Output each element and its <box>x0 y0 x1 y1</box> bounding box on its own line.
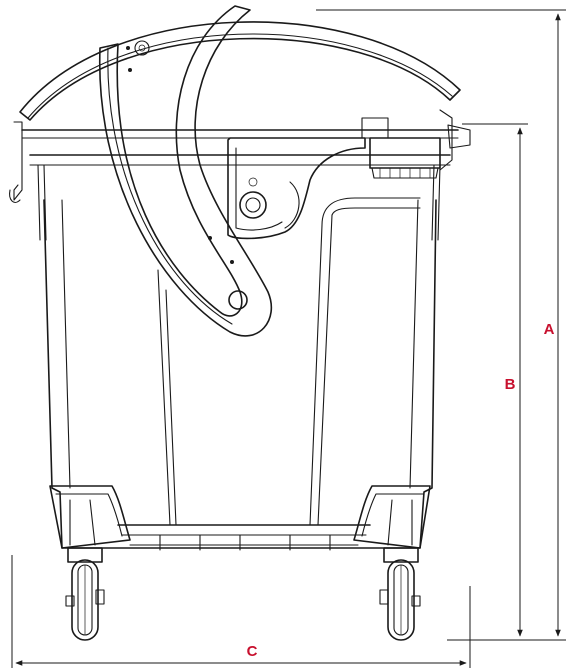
dimension-label-c: C <box>247 643 258 660</box>
container-body <box>9 109 471 551</box>
dimension-b: B <box>447 123 528 641</box>
dimension-c: C <box>11 555 471 668</box>
container-lid <box>19 21 461 121</box>
dimension-a: A <box>316 9 566 641</box>
wheel-right <box>379 547 421 641</box>
wheel-left <box>65 547 105 641</box>
wheel-housing-right <box>353 485 431 549</box>
hinge-mechanism <box>227 137 366 240</box>
wheel-housing-left <box>49 485 131 549</box>
rear-handle <box>361 117 441 179</box>
dimension-label-a: A <box>544 321 555 338</box>
lid-arm <box>98 5 273 337</box>
dimension-label-b: B <box>505 376 516 393</box>
